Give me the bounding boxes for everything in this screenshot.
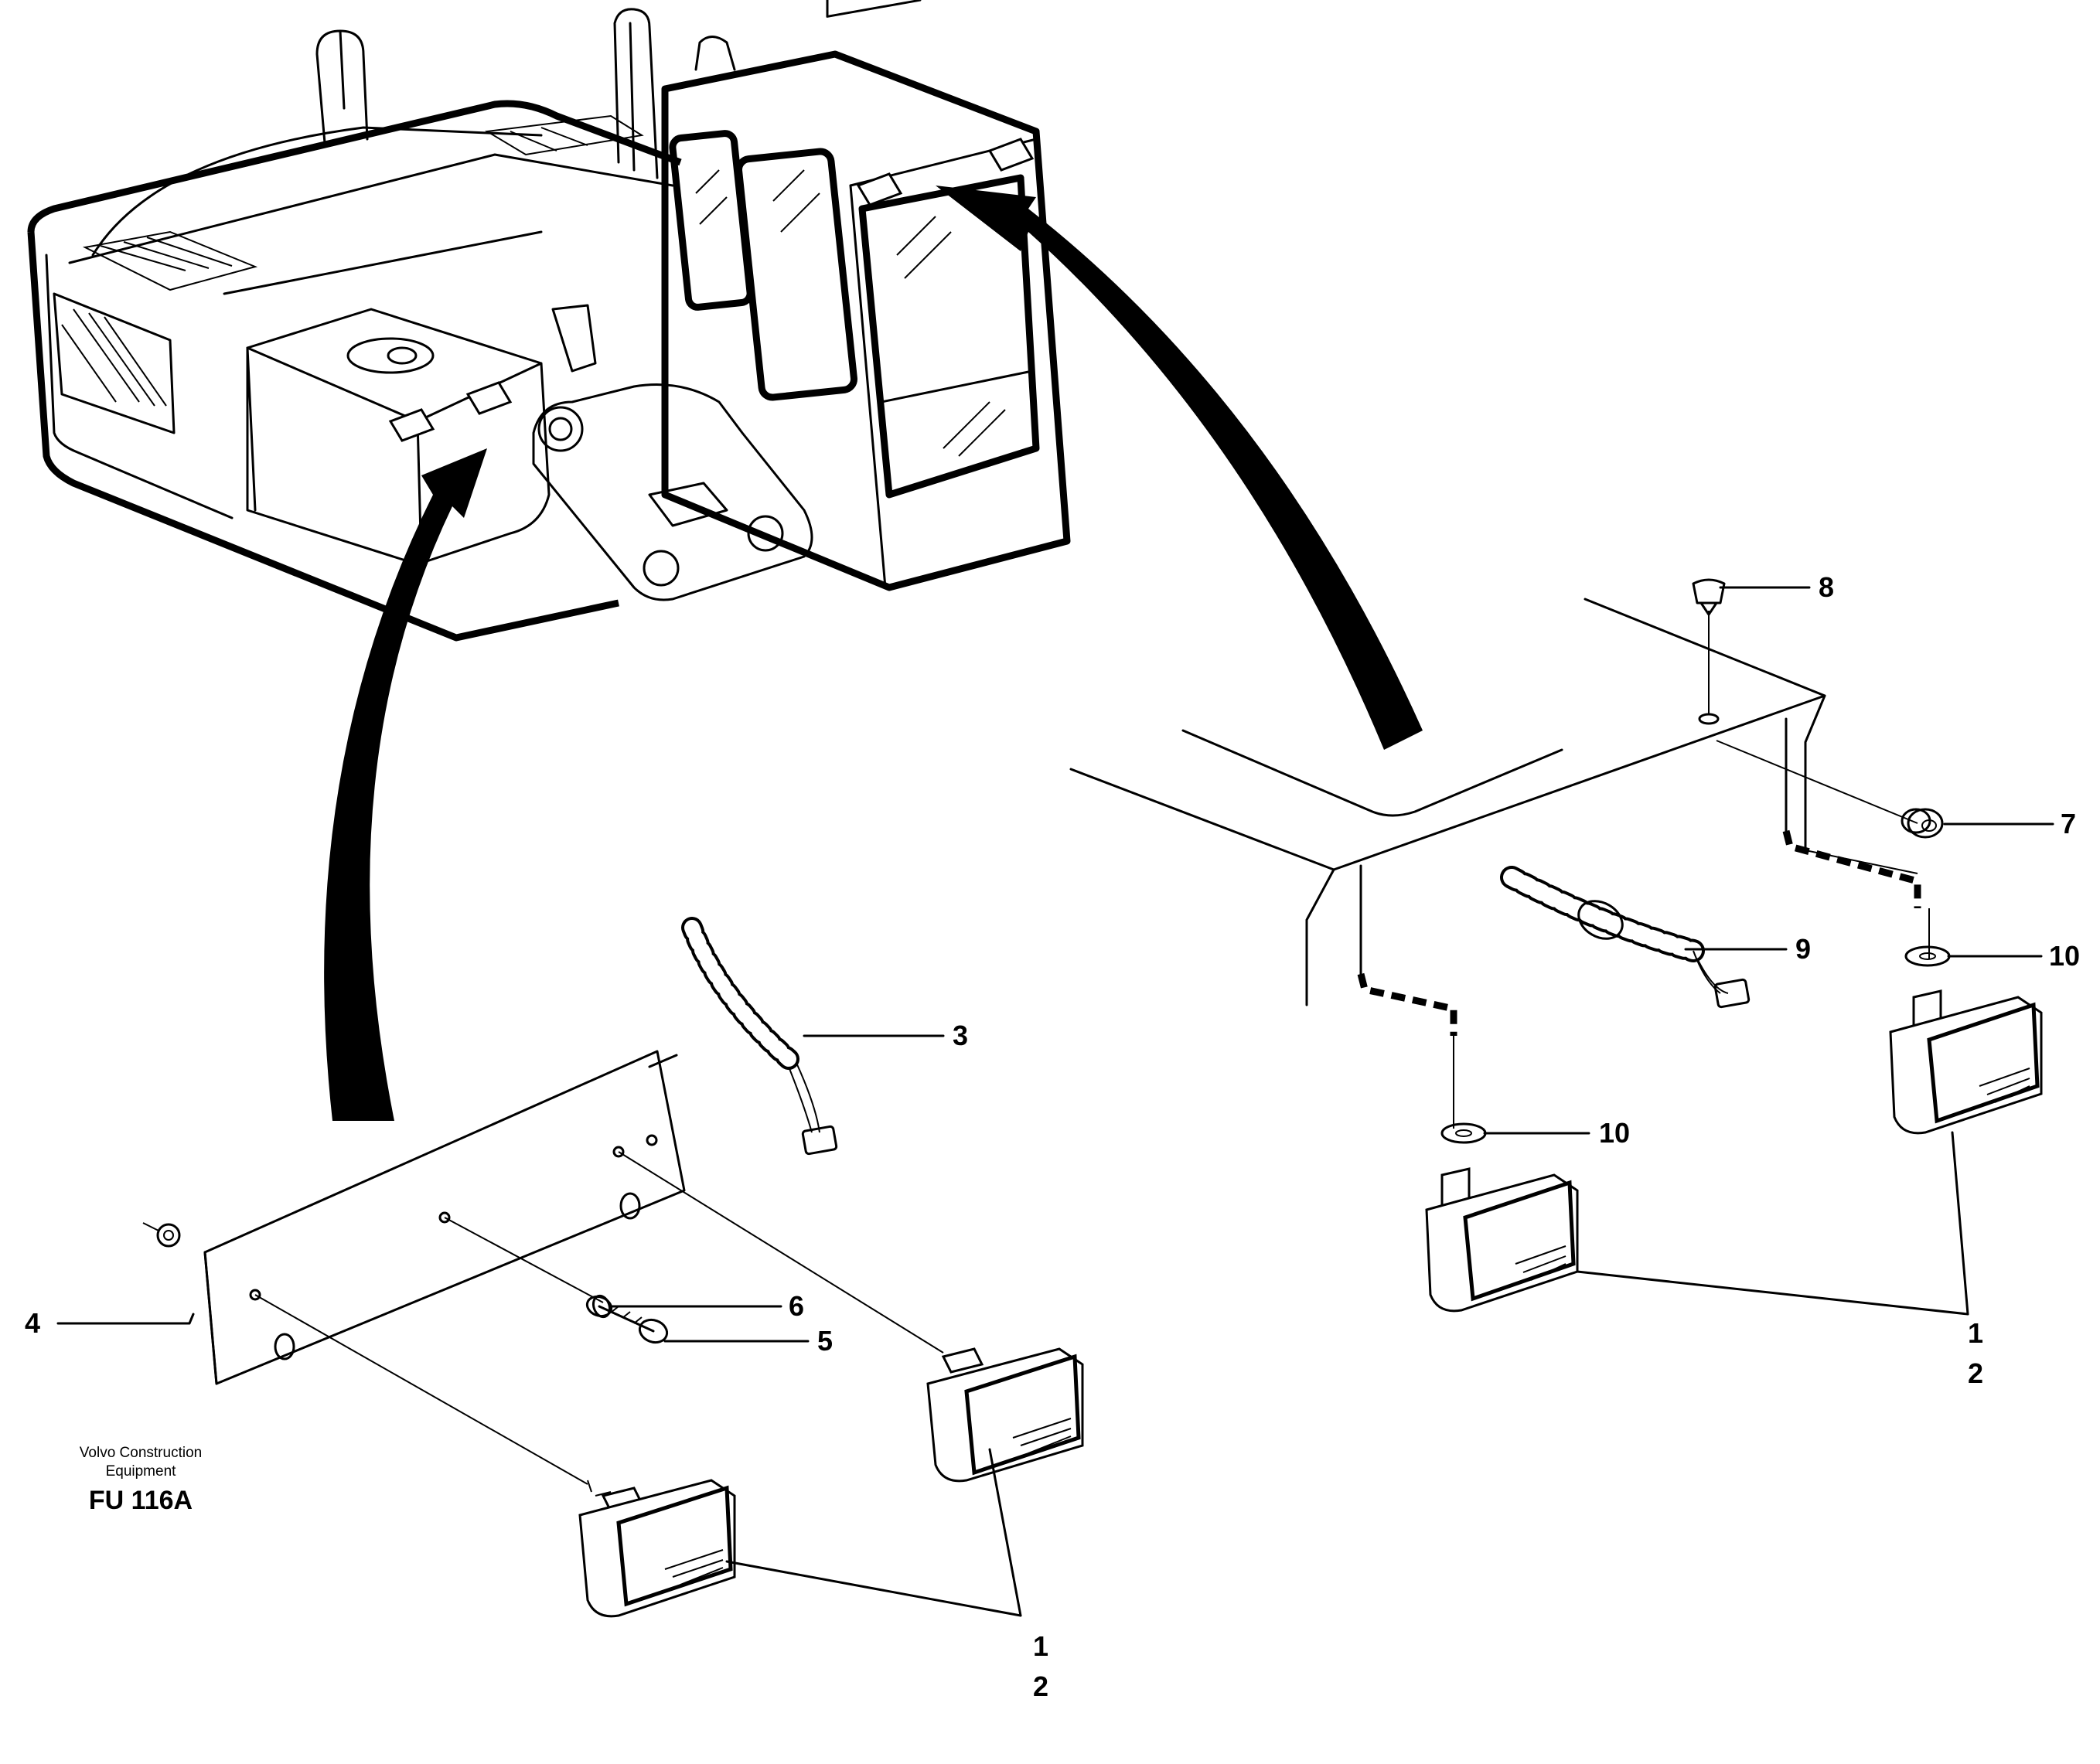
publisher-line-1: Volvo Construction xyxy=(80,1445,202,1461)
mounting-bracket xyxy=(203,1050,686,1385)
cab-roof-outline xyxy=(1069,598,1918,1006)
callout-9: 9 xyxy=(1795,933,1811,965)
operator-cab xyxy=(661,0,1071,591)
counterweight-work-light-left xyxy=(578,1479,736,1618)
callout-1-left: 1 xyxy=(1033,1630,1048,1662)
side-grille xyxy=(53,292,176,434)
leader-lines xyxy=(56,586,2054,1617)
callout-1-right: 1 xyxy=(1968,1317,1983,1349)
callout-7: 7 xyxy=(2061,808,2076,839)
counterweight-work-light-right xyxy=(926,1347,1084,1483)
direction-arrow-cab xyxy=(936,186,1423,750)
washer-6 xyxy=(591,1294,612,1319)
drawing-code: FU 116A xyxy=(89,1486,193,1515)
cab-work-light-left xyxy=(1425,1167,1579,1313)
callout-3: 3 xyxy=(953,1020,968,1051)
counterweight-box xyxy=(246,308,551,566)
drawing-caption: Volvo Construction Equipment FU 116A xyxy=(80,1445,202,1515)
direction-arrow-counterweight xyxy=(324,448,487,1121)
rubber-grommet-7 xyxy=(1901,808,1944,839)
nut-4 xyxy=(142,1222,181,1248)
screw-5 xyxy=(585,1295,669,1344)
callout-4: 4 xyxy=(25,1307,40,1339)
callout-5: 5 xyxy=(817,1325,833,1357)
washer-10-left xyxy=(1440,1122,1487,1144)
callout-6: 6 xyxy=(789,1290,804,1322)
publisher-line-2: Equipment xyxy=(106,1463,177,1480)
plug-8 xyxy=(1692,578,1726,616)
callout-8: 8 xyxy=(1819,571,1834,603)
callout-10-right: 10 xyxy=(2049,940,2080,972)
boom-foot xyxy=(532,304,813,601)
wiring-harness-9 xyxy=(1500,866,1751,1009)
excavator-machine-illustration xyxy=(27,0,1071,642)
wiring-harness-3 xyxy=(681,917,838,1156)
callout-labels: 3 4 6 5 1 2 8 7 9 10 10 1 2 xyxy=(25,571,2080,1702)
callout-2-left: 2 xyxy=(1033,1670,1048,1702)
callout-10-left: 10 xyxy=(1599,1117,1630,1149)
callout-2-right: 2 xyxy=(1968,1357,1983,1389)
washer-10-right xyxy=(1904,945,1951,967)
cab-work-light-right xyxy=(1889,989,2043,1135)
